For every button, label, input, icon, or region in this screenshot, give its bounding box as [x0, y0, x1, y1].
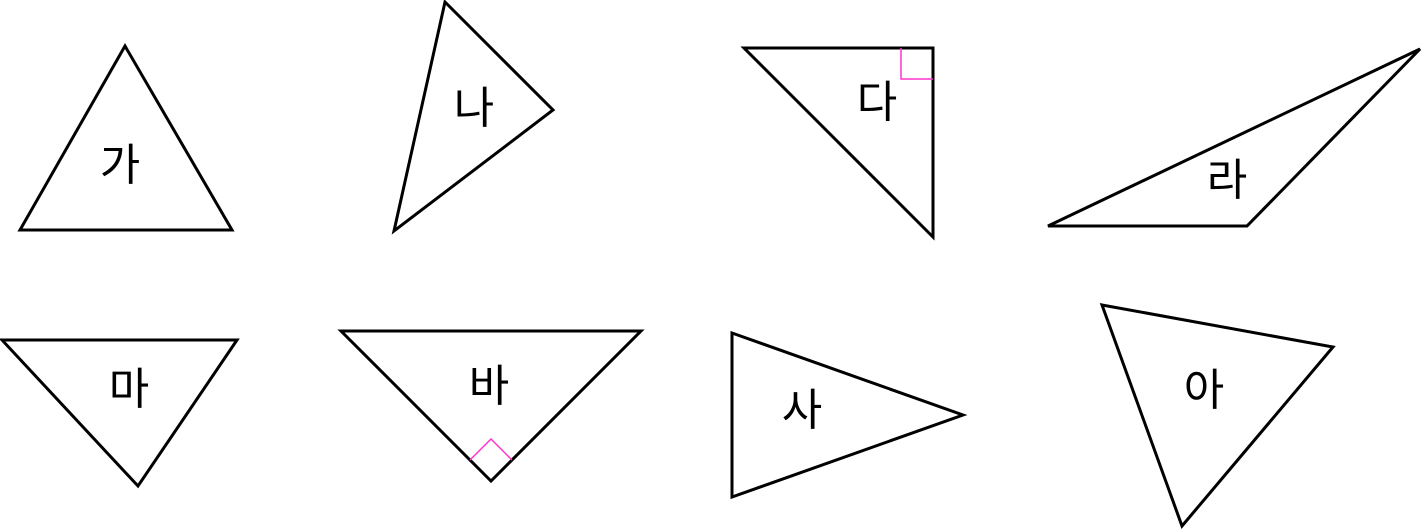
- triangle-ba-right-angle-mark: [469, 437, 513, 461]
- triangle-ma: 마: [0, 338, 240, 489]
- triangle-ga: 가: [17, 42, 235, 232]
- triangle-da: 다: [740, 46, 935, 241]
- triangle-ma-label: 마: [109, 364, 149, 415]
- triangle-da-label: 다: [857, 77, 897, 128]
- triangle-a-outline: [1099, 303, 1336, 529]
- triangle-ba: 바: [337, 329, 645, 484]
- triangle-sa: 사: [730, 330, 968, 500]
- triangle-ra-outline: [1047, 47, 1422, 228]
- triangle-ma-outline: [0, 338, 240, 489]
- triangle-na-label: 나: [454, 83, 494, 134]
- triangle-ga-label: 가: [100, 140, 140, 191]
- triangle-a-label: 아: [1184, 365, 1224, 416]
- triangle-sa-label: 사: [782, 385, 822, 436]
- triangle-da-outline: [740, 46, 935, 241]
- triangle-ra: 라: [1047, 47, 1422, 228]
- triangle-sa-outline: [730, 330, 968, 500]
- triangle-ga-outline: [17, 42, 235, 232]
- triangle-na: 나: [391, 0, 556, 235]
- triangle-ra-label: 라: [1207, 155, 1247, 206]
- triangle-da-right-angle-mark: [900, 48, 933, 80]
- triangle-ba-label: 바: [469, 361, 509, 412]
- triangle-a: 아: [1099, 303, 1336, 529]
- triangle-na-outline: [391, 0, 556, 235]
- triangle-ba-outline: [337, 329, 645, 484]
